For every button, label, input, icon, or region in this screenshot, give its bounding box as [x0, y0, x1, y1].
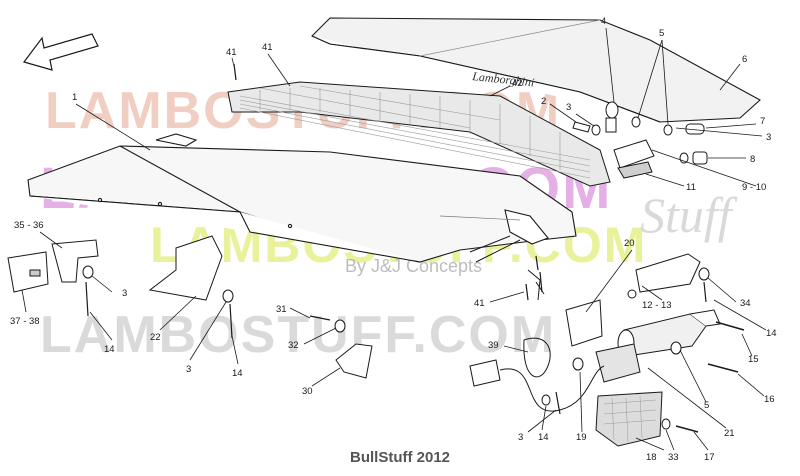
direction-arrow-icon: [22, 33, 99, 71]
callout-5-lower: 5: [704, 400, 709, 411]
callout-12-13: 12 - 13: [642, 300, 672, 311]
grille: [227, 81, 611, 187]
callout-14-right: 14: [766, 328, 777, 339]
callout-42: 42: [512, 78, 523, 89]
callout-15: 15: [748, 354, 759, 365]
actuator-assembly: [233, 63, 745, 447]
callout-14-left: 14: [104, 344, 115, 355]
watermark-bottom: LAMBOSTUFF.COM: [40, 306, 556, 364]
watermark-stuff: Stuff: [640, 187, 738, 243]
callout-40: 41: [262, 42, 273, 53]
callout-21: 21: [724, 428, 735, 439]
callout-2: 2: [541, 96, 546, 107]
watermark-tagline: By J&J Concepts: [345, 256, 482, 276]
callout-8: 8: [750, 154, 755, 165]
footer-credit: BullStuff 2012: [349, 449, 451, 466]
rear-spoiler: Lamborghini: [311, 17, 761, 123]
callout-1: 1: [72, 92, 77, 103]
callout-14-mid: 14: [232, 368, 243, 379]
callout-4: 4: [601, 16, 606, 27]
callout-16: 16: [764, 394, 775, 405]
callout-34: 34: [740, 298, 751, 309]
callout-3-left: 3: [122, 288, 127, 299]
callout-39: 39: [488, 340, 499, 351]
right-hardware: [572, 101, 708, 179]
callout-14-bottom: 14: [538, 432, 549, 443]
callout-41-top: 41: [226, 47, 237, 58]
callout-17: 17: [704, 452, 715, 463]
callout-18: 18: [646, 452, 657, 463]
callout-31: 31: [276, 304, 287, 315]
callout-37-38: 37 - 38: [10, 316, 40, 327]
leader-lines: [21, 27, 767, 451]
callout-22: 22: [150, 332, 161, 343]
left-brackets: [7, 235, 373, 379]
badge-script: Lamborghini: [471, 69, 535, 90]
callout-5-top: 5: [659, 28, 664, 39]
callout-7: 7: [760, 116, 765, 127]
callout-35-36: 35 - 36: [14, 220, 44, 231]
callout-41-lower: 41: [474, 298, 485, 309]
callout-30: 30: [302, 386, 313, 397]
callout-6: 6: [742, 54, 747, 65]
callout-32: 32: [288, 340, 299, 351]
callout-3-bottom: 3: [518, 432, 523, 443]
callout-20: 20: [624, 238, 635, 249]
callout-33: 33: [668, 452, 679, 463]
callout-labels: 1 41 41 42 2 3 4 5 6 7 3 8 9 - 10 11 35 …: [10, 16, 777, 463]
main-cover: [27, 133, 577, 263]
callout-3-mid: 3: [186, 364, 191, 375]
hinge-arms: [469, 235, 545, 301]
callout-19: 19: [576, 432, 587, 443]
callout-3-right: 3: [766, 132, 771, 143]
callout-11: 11: [686, 182, 696, 193]
callout-9-10: 9 - 10: [742, 182, 766, 193]
callout-3-top: 3: [566, 102, 571, 113]
